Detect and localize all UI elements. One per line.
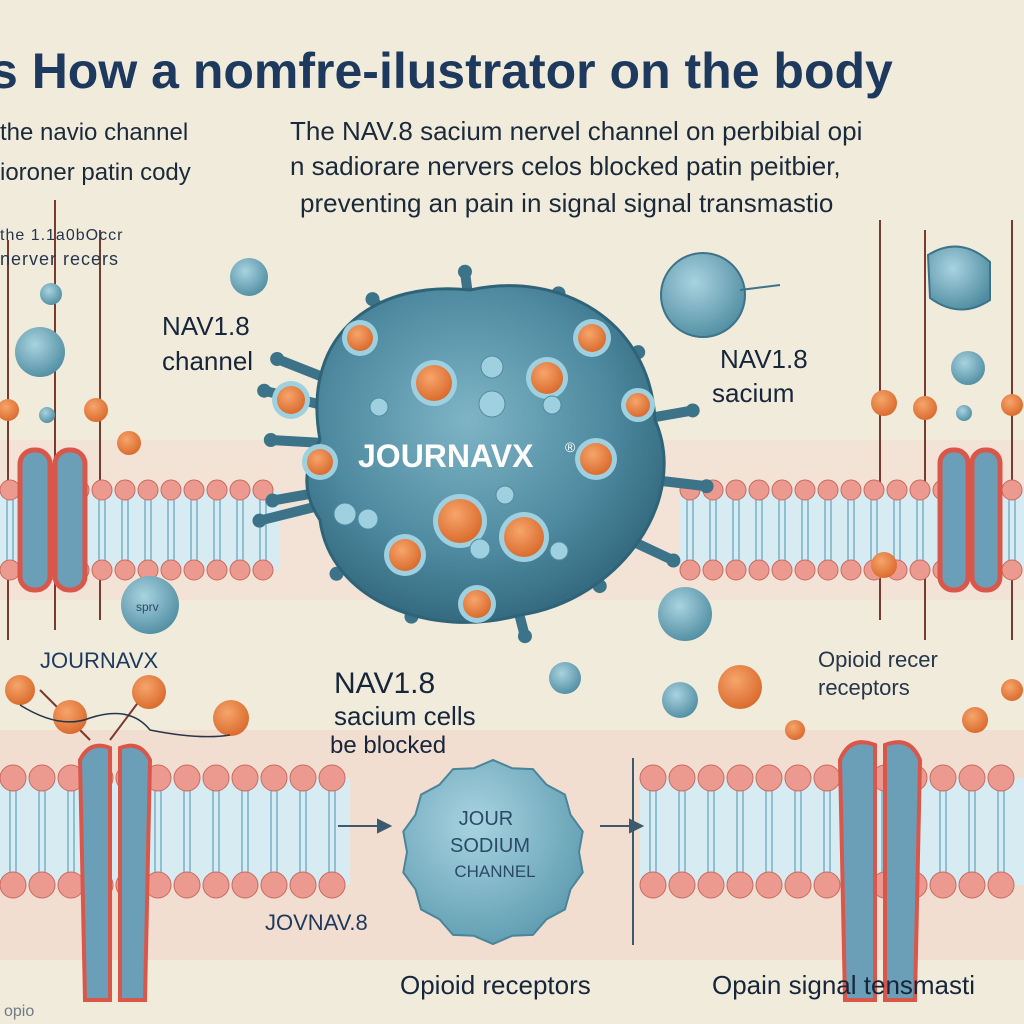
channel-top-right xyxy=(937,447,1003,593)
intro-left-line1: the navio channel xyxy=(0,119,188,146)
ion-channels xyxy=(17,447,1003,1002)
small-pill-label: sprv xyxy=(136,600,159,614)
arrows xyxy=(338,758,645,945)
sodium-badge-line2: SODIUM xyxy=(450,835,530,857)
nav-channel-label-line2: channel xyxy=(162,346,253,376)
journavx-center-label: JOURNAVX xyxy=(358,438,534,474)
sodium-channel-badge xyxy=(402,758,584,946)
lipid-bilayer xyxy=(0,764,350,899)
intro-center-line1: The NAV.8 sacium nervel channel on perbi… xyxy=(290,116,862,146)
nav-right-label-line2: sacium xyxy=(712,378,794,408)
corner-bottom-left-label: opio xyxy=(4,1003,34,1020)
opioid-top-line2: receptors xyxy=(818,675,910,700)
nav-blocked-line3: be blocked xyxy=(330,732,446,759)
nav-blocked-line2: sacium cells xyxy=(334,701,476,731)
channel-top-left xyxy=(17,447,88,593)
journavx-reg-mark: ® xyxy=(565,439,576,455)
faint-left-line2: nerver recers xyxy=(0,249,119,269)
intro-center-line3: preventing an pain in signal signal tran… xyxy=(300,188,833,218)
sodium-badge-line3: CHANNEL xyxy=(454,862,535,881)
nav-right-label-line1: NAV1.8 xyxy=(720,344,808,374)
journavx-left-label: JOURNAVX xyxy=(40,648,158,673)
intro-center-line2: n sadiorare nervers celos blocked patin … xyxy=(290,151,841,181)
nav-blocked-line1: NAV1.8 xyxy=(334,667,435,700)
faint-left-line1: the 1.1a0bOccr xyxy=(0,227,123,244)
channel-bottom-right xyxy=(837,740,923,1002)
floating-molecules xyxy=(0,245,1023,740)
nav-channel-label-line1: NAV1.8 xyxy=(162,311,250,341)
diagram-title: s How a nomfre-ilustrator on the body xyxy=(0,43,893,99)
journavx-molecule xyxy=(252,264,714,644)
lipid-bilayer xyxy=(639,764,1024,899)
journav8-label: JOVNAV.8 xyxy=(265,910,368,935)
signal-bottom-label: Opain signal tensmasti xyxy=(712,970,975,1000)
intro-left-line2: ioroner patin cody xyxy=(0,159,191,186)
channel-bottom-left xyxy=(77,743,153,1002)
opioid-bottom-label: Opioid receptors xyxy=(400,970,591,1000)
sodium-badge-line1: JOUR xyxy=(459,808,513,830)
labels: s How a nomfre-ilustrator on the body th… xyxy=(0,43,975,1020)
opioid-top-line1: Opioid recer xyxy=(818,647,938,672)
